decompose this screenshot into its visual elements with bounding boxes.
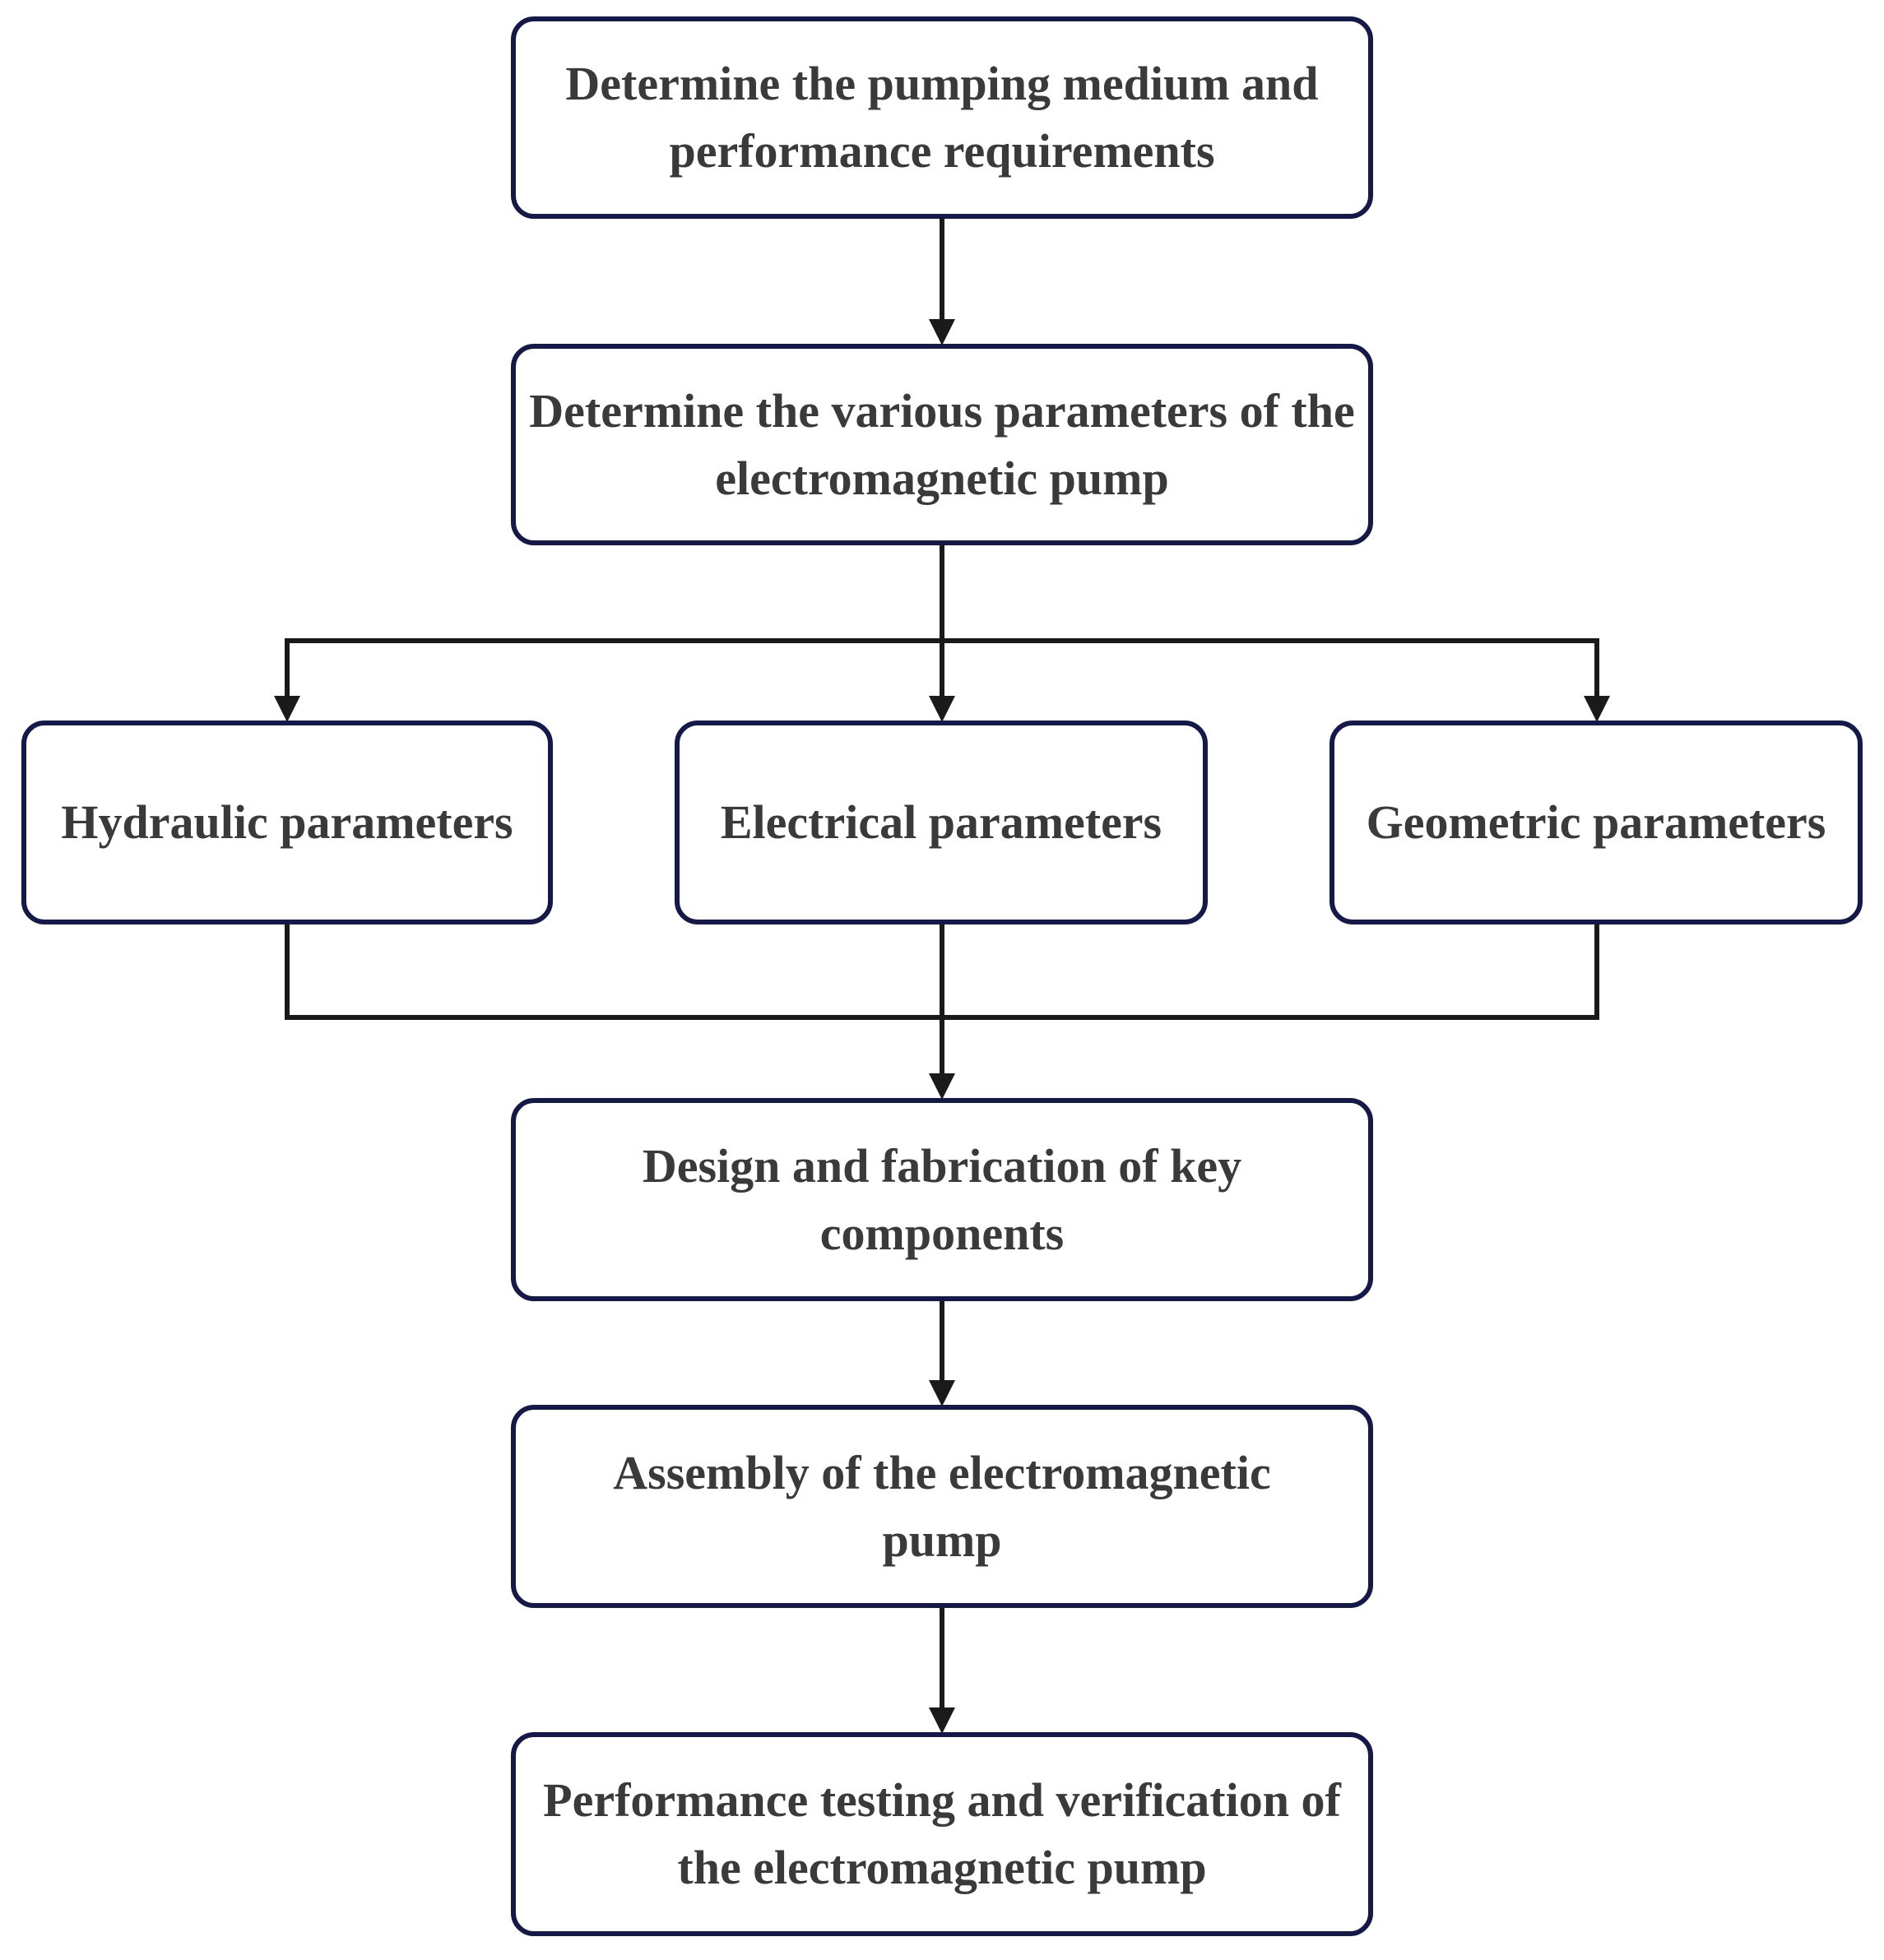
- hydraulic-parameters-box: Hydraulic parameters: [21, 721, 553, 924]
- arrowhead-geometric: [1584, 696, 1610, 722]
- step-design-fabrication-label: Design and fabrication of key components: [642, 1138, 1242, 1260]
- geometric-parameters-box: Geometric parameters: [1329, 721, 1863, 924]
- step-assembly-box: Assembly of the electromagnetic pump: [511, 1405, 1373, 1608]
- step-determine-parameters-label: Determine the various parameters of the …: [529, 383, 1355, 505]
- step-determine-medium-label: Determine the pumping medium and perform…: [565, 57, 1319, 178]
- geometric-parameters-label: Geometric parameters: [1366, 795, 1826, 849]
- step-determine-medium-box: Determine the pumping medium and perform…: [511, 16, 1373, 219]
- step-design-fabrication-box: Design and fabrication of key components: [511, 1098, 1373, 1301]
- arrowhead-step4: [929, 1380, 955, 1406]
- step-assembly-label: Assembly of the electromagnetic pump: [613, 1445, 1271, 1567]
- step-determine-parameters-box: Determine the various parameters of the …: [511, 344, 1373, 545]
- arrowhead-step5: [929, 1707, 955, 1734]
- hydraulic-parameters-label: Hydraulic parameters: [61, 795, 513, 849]
- electrical-parameters-box: Electrical parameters: [675, 721, 1208, 924]
- step-performance-testing-label: Performance testing and verification of …: [543, 1773, 1341, 1894]
- electrical-parameters-label: Electrical parameters: [720, 795, 1162, 849]
- arrowhead-electrical: [929, 696, 955, 722]
- arrowhead-step3: [929, 1073, 955, 1100]
- arrowhead-step2: [929, 319, 955, 345]
- step-performance-testing-box: Performance testing and verification of …: [511, 1732, 1373, 1936]
- arrowhead-hydraulic: [274, 696, 300, 722]
